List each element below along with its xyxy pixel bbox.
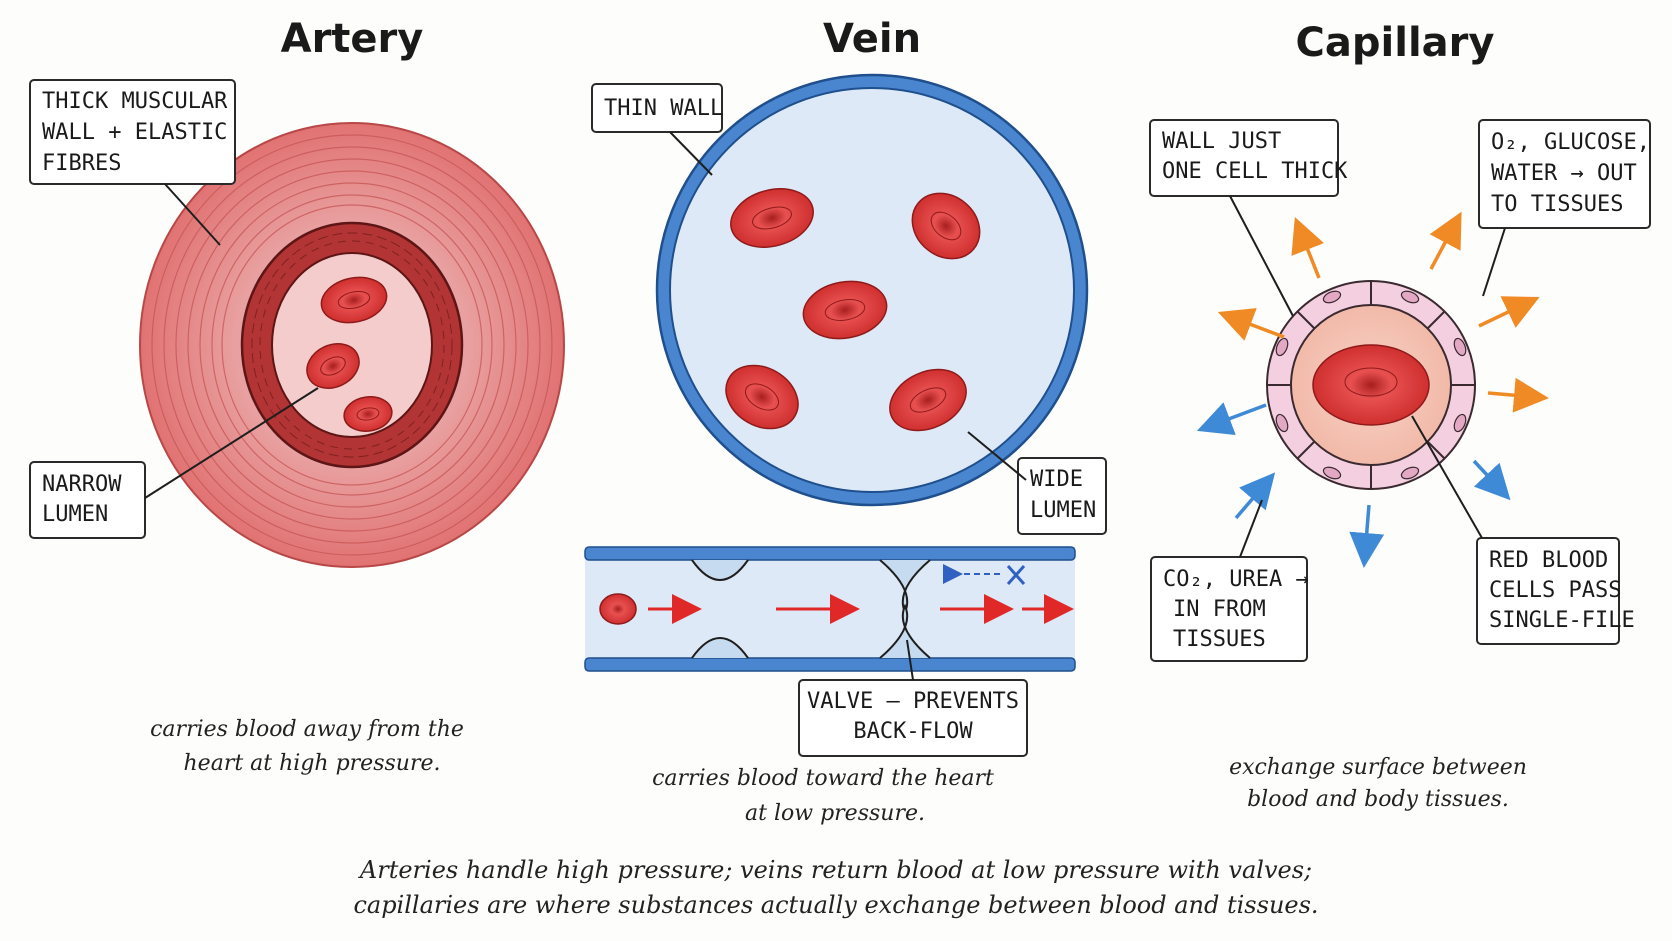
- capillary-wall-leader: [1229, 195, 1294, 317]
- vein-caption-line2: at low pressure.: [745, 801, 925, 826]
- artery-lumen-leader: [144, 387, 319, 499]
- capillary-wall-label-box: [1149, 119, 1339, 197]
- capillary-cell-nuclei: [1275, 290, 1467, 480]
- rbc-label-line1: RED BLOOD: [1489, 548, 1608, 573]
- out-substances-label-line2: WATER → OUT: [1491, 161, 1637, 186]
- vein-wall-label-box: [591, 83, 723, 133]
- vein-longitudinal-section: [584, 546, 1076, 672]
- vein-valve-open-bottom: [691, 637, 749, 659]
- artery-lumen-label-box: [29, 461, 146, 539]
- in-substances-label-line2: IN FROM: [1173, 597, 1266, 622]
- out-substances-label-line3: TO TISSUES: [1491, 192, 1623, 217]
- summary-line2: capillaries are where substances actuall…: [353, 891, 1318, 919]
- vein-lumen-label-line2: LUMEN: [1030, 498, 1096, 523]
- vein-cross-section: [655, 73, 1089, 507]
- artery-red-blood-cells: [306, 276, 393, 432]
- vein-lumen-label-line1: WIDE: [1030, 467, 1083, 492]
- capillary-wall-label-line1: WALL JUST: [1162, 129, 1281, 154]
- artery-title: Artery: [281, 16, 424, 62]
- artery-caption-line1: carries blood away from the: [150, 717, 464, 742]
- vein-lower-wall: [584, 657, 1076, 672]
- artery-cross-section: [139, 122, 565, 568]
- vein-section-red-blood-cell: [599, 593, 637, 625]
- capillary-cross-section: [1266, 280, 1476, 490]
- summary-line1: Arteries handle high pressure; veins ret…: [358, 856, 1312, 884]
- vein-caption-line1: carries blood toward the heart: [652, 766, 994, 791]
- artery-lumen-label-line2: LUMEN: [42, 502, 108, 527]
- out-substances-label-box: [1478, 119, 1651, 229]
- capillary-caption-line2: blood and body tissues.: [1247, 787, 1509, 812]
- artery-lumen-label-line1: NARROW: [42, 472, 122, 497]
- capillary-wall-label-line2: ONE CELL THICK: [1162, 159, 1348, 184]
- valve-label-line2: BACK-FLOW: [853, 719, 973, 744]
- artery-caption-line2: heart at high pressure.: [184, 751, 441, 776]
- vein-lumen-leader: [967, 431, 1027, 481]
- artery-wall-label-line3: FIBRES: [42, 151, 121, 176]
- vein-valve-closed-bottom: [879, 603, 931, 659]
- vein-wall-leader: [669, 131, 713, 176]
- vein-wall-label: THIN WALL: [604, 96, 723, 121]
- artery-wall-label-box: [29, 79, 236, 185]
- valve-leader: [906, 639, 914, 681]
- rbc-label-line3: SINGLE-FILE: [1489, 608, 1635, 633]
- vein-title: Vein: [823, 16, 921, 62]
- in-substances-label-line3: TISSUES: [1173, 627, 1266, 652]
- rbc-leader: [1411, 415, 1483, 539]
- artery-wall-label-line1: THICK MUSCULAR: [42, 89, 228, 114]
- out-substances-leader: [1482, 227, 1506, 297]
- artery-wall-leader: [164, 183, 221, 246]
- vein-lumen-label-box: [1017, 457, 1107, 535]
- rbc-label-box: [1476, 537, 1620, 645]
- rbc-label-line2: CELLS PASS: [1489, 578, 1621, 603]
- vein-upper-wall: [584, 546, 1076, 561]
- vein-valve-open-top: [691, 559, 749, 581]
- arrows-out-to-tissues: [1217, 211, 1549, 413]
- arrows-in-from-tissues: [1196, 402, 1511, 568]
- in-substances-label-line1: CO₂, UREA →: [1163, 567, 1309, 592]
- valve-label-line1: VALVE — PREVENTS: [807, 689, 1019, 714]
- in-substances-leader: [1239, 499, 1263, 558]
- out-substances-label-line1: O₂, GLUCOSE,: [1491, 130, 1650, 155]
- capillary-caption-line1: exchange surface between: [1229, 755, 1527, 780]
- in-substances-label-box: [1150, 556, 1308, 662]
- capillary-red-blood-cell: [1312, 344, 1430, 426]
- capillary-cell-divisions: [1267, 281, 1475, 489]
- backflow-blocked-x-icon: [1006, 565, 1026, 585]
- artery-wall-label-line2: WALL + ELASTIC: [42, 120, 227, 145]
- capillary-title: Capillary: [1296, 20, 1495, 66]
- vein-red-blood-cells: [725, 188, 981, 432]
